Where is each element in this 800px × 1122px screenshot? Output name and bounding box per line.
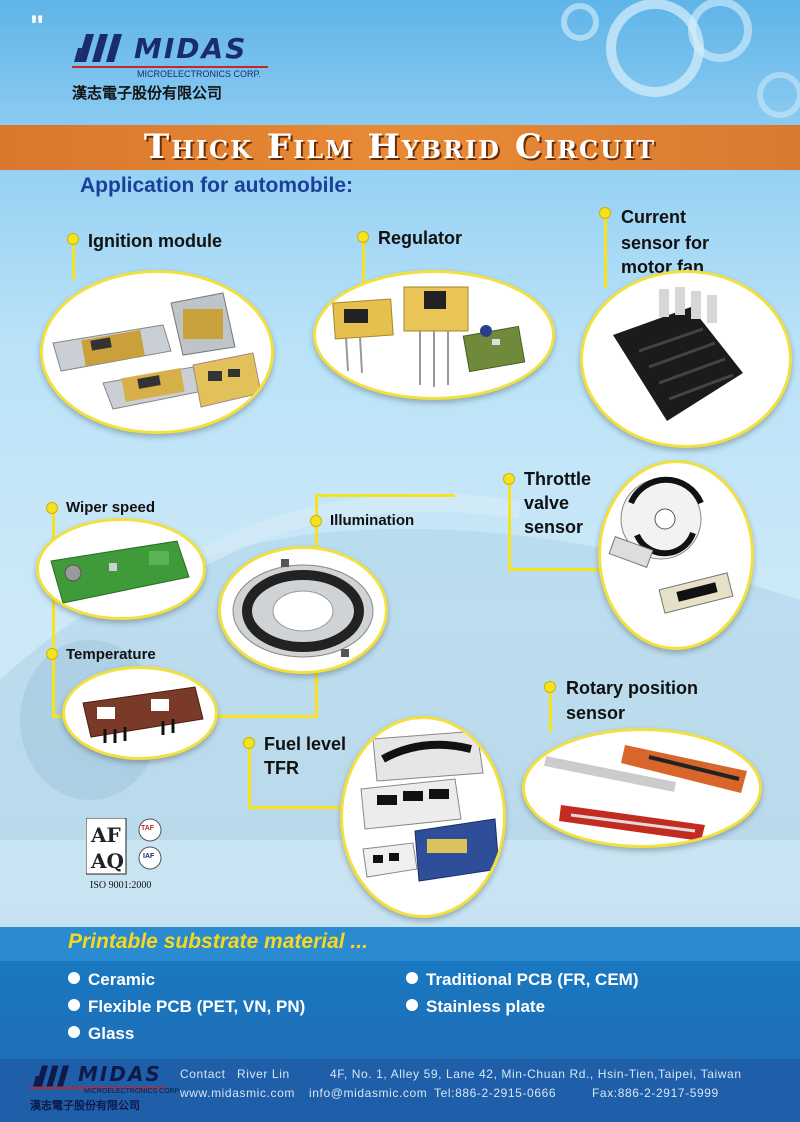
bullet-dot: [406, 999, 418, 1011]
brand-chinese-name: 漢志電子股份有限公司: [72, 84, 223, 102]
substrate-title: Printable substrate material ...: [68, 930, 368, 953]
substrate-item: Flexible PCB (PET, VN, PN): [68, 997, 305, 1017]
illumination-image: [232, 559, 374, 658]
footer-tel: Tel:886-2-2915-0666: [434, 1086, 557, 1100]
current-sensor-image: [613, 287, 743, 421]
label-illumination: Illumination: [330, 512, 415, 529]
substrate-item-label: Flexible PCB (PET, VN, PN): [88, 997, 306, 1016]
footer-brand-chinese-name: 漢志電子股份有限公司: [30, 1099, 140, 1112]
iso-certification-badge: AF AQ TAF IAF ISO 9001:2000: [85, 817, 170, 896]
fuel-level-photo: [340, 716, 506, 918]
footer-contact-name: River Lin: [237, 1067, 290, 1081]
regulator-photo: [313, 270, 555, 400]
footer-address: 4F, No. 1, Alley 59, Lane 42, Min-Chuan …: [330, 1067, 742, 1081]
connector-line: [315, 494, 455, 497]
current-sensor-photo: [580, 270, 792, 448]
substrate-item-label: Stainless plate: [426, 997, 546, 1016]
bullet-dot: [358, 232, 368, 242]
bullet-dot: [68, 972, 80, 984]
temperature-photo: [62, 666, 218, 760]
bullet-dot: [47, 503, 57, 513]
ignition-module-photo: [40, 270, 274, 434]
substrate-item: Traditional PCB (FR, CEM): [406, 970, 639, 990]
label-wiper-speed: Wiper speed: [66, 499, 156, 516]
background-circles: [561, 0, 800, 118]
wiper-speed-photo: [36, 518, 206, 620]
afaq-taf-iaf-logo: AF AQ: [85, 817, 162, 875]
throttle-valve-image: [608, 476, 734, 614]
rotary-position-photo: [522, 728, 762, 848]
label-regulator: Regulator: [378, 228, 463, 248]
label-temperature: Temperature: [66, 646, 156, 663]
bullet-dot: [504, 474, 514, 484]
footer-brand-sub: MICROELECTRONICS CORP.: [84, 1088, 181, 1095]
bullet-dot: [68, 1026, 80, 1038]
brand-name: MIDAS: [134, 32, 248, 65]
footer-contact-label: Contact: [180, 1067, 226, 1081]
logo-rule: [72, 66, 268, 68]
iso-label: ISO 9001:2000: [90, 880, 152, 891]
connector-line: [52, 512, 55, 717]
label-throttle-1: Throttle: [524, 469, 591, 489]
page-subtitle: Application for automobile:: [80, 174, 353, 197]
footer-brand-name: MIDAS: [78, 1062, 162, 1086]
substrate-item: Stainless plate: [406, 997, 545, 1017]
footer: [0, 1059, 800, 1122]
bullet-dot: [68, 999, 80, 1011]
connector-line: [248, 742, 251, 808]
illumination-photo: [218, 546, 388, 674]
connector-line: [248, 806, 344, 809]
label-throttle-3: sensor: [524, 517, 584, 537]
bullet-dot: [406, 972, 418, 984]
connector-line: [362, 240, 365, 284]
footer-website[interactable]: www.midasmic.com: [180, 1086, 295, 1100]
midas-logo-icon: [74, 34, 122, 62]
label-throttle-2: valve: [524, 493, 570, 513]
bullet-dot: [68, 234, 78, 244]
connector-line: [72, 242, 75, 280]
throttle-valve-photo: [598, 460, 754, 650]
taf-mark: TAF: [141, 825, 155, 832]
bullet-dot: [311, 516, 321, 526]
temperature-image: [82, 686, 204, 743]
fuel-level-image: [360, 730, 500, 882]
substrate-item: Glass: [68, 1024, 134, 1044]
svg-text:AF: AF: [90, 823, 121, 847]
connector-line: [604, 214, 607, 288]
bullet-dot: [545, 682, 555, 692]
ignition-module-image: [52, 292, 262, 410]
connector-line: [508, 482, 511, 570]
label-current-sensor-2: sensor for: [621, 233, 710, 253]
wiper-speed-image: [50, 540, 190, 604]
substrate-item-label: Ceramic: [88, 970, 156, 989]
label-rotary-1: Rotary position: [566, 678, 699, 698]
substrate-item: Ceramic: [68, 970, 155, 990]
label-fuel-level-1: Fuel level: [264, 734, 347, 754]
iaf-mark: IAF: [143, 853, 155, 860]
rotary-position-image: [544, 745, 747, 841]
bullet-dot: [244, 738, 254, 748]
footer-logo-rule: [30, 1087, 166, 1089]
footer-fax: Fax:886-2-2917-5999: [592, 1086, 719, 1100]
svg-text:AQ: AQ: [90, 849, 124, 873]
substrate-item-label: Traditional PCB (FR, CEM): [426, 970, 639, 989]
connector-line: [508, 568, 603, 571]
substrate-item-label: Glass: [88, 1024, 135, 1043]
label-current-sensor-1: Current: [621, 207, 687, 227]
bullet-dot: [600, 208, 610, 218]
bullet-dot: [47, 649, 57, 659]
title-band: [0, 125, 800, 170]
footer-email[interactable]: info@midasmic.com: [309, 1086, 428, 1100]
label-rotary-2: sensor: [566, 703, 626, 723]
substrate-band-header: [0, 927, 800, 961]
regulator-image: [332, 286, 526, 387]
brand-sub: MICROELECTRONICS CORP.: [137, 69, 261, 79]
connector-line: [549, 688, 552, 732]
footer-midas-logo-icon: [33, 1065, 69, 1087]
quote-marks: ": [30, 10, 45, 43]
label-ignition-module: Ignition module: [88, 231, 222, 251]
page-title: Thick Film Hybrid Circuit: [143, 127, 657, 167]
label-fuel-level-2: TFR: [264, 758, 299, 778]
